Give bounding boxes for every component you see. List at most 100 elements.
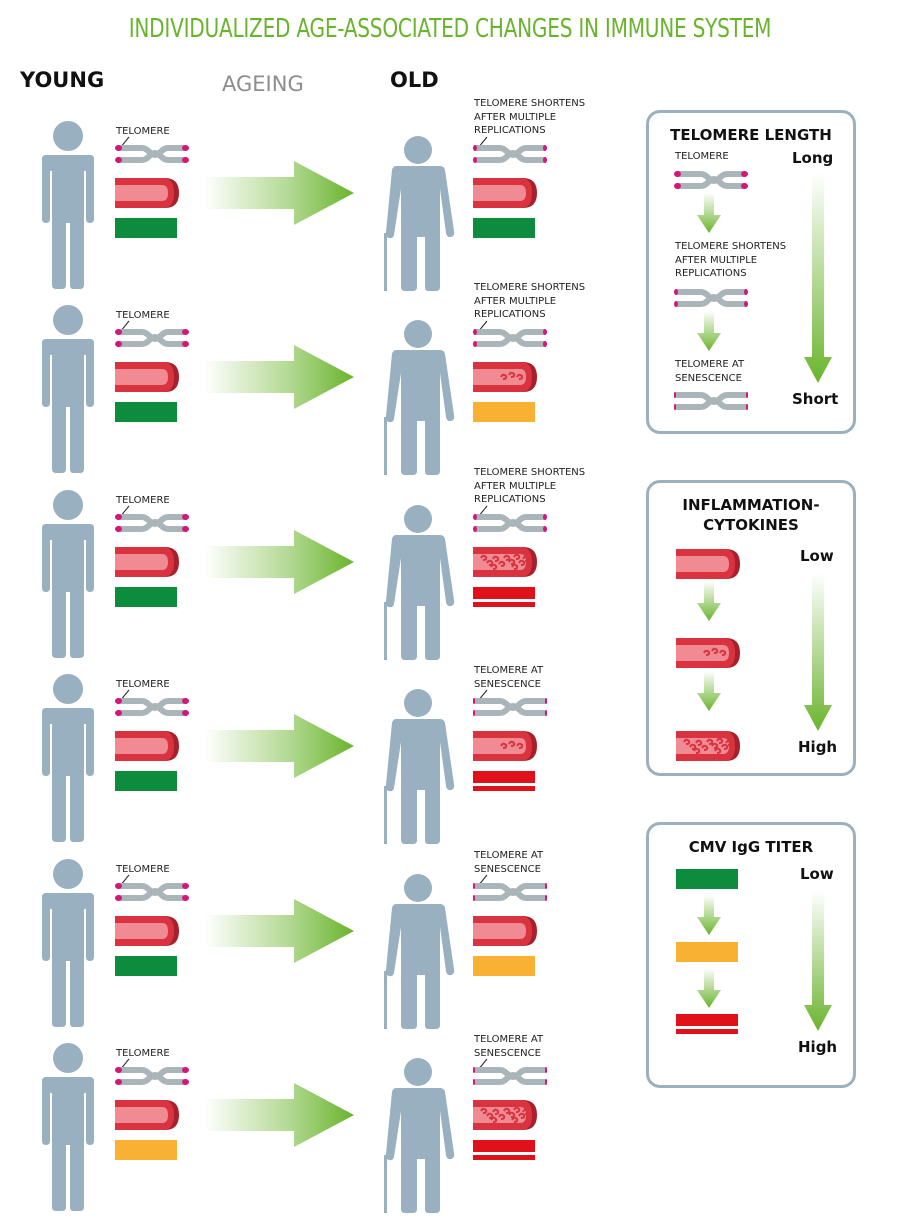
old-person-icon: [378, 871, 458, 1033]
chromosome-icon: [472, 327, 548, 349]
blood-vessel-icon: [473, 178, 537, 208]
titer-bar-icon: [473, 218, 535, 238]
blood-vessel-icon: [473, 916, 537, 946]
small-down-arrow-icon: [697, 581, 721, 621]
chromosome-icon: [114, 143, 190, 165]
chromosome-icon: [673, 390, 749, 412]
young-person-icon: [40, 119, 96, 291]
telomere-label: TELOMERE: [116, 864, 170, 875]
chromosome-icon: [114, 1065, 190, 1087]
telomere-label: TELOMERE: [116, 1048, 170, 1059]
blood-vessel-icon: [473, 362, 537, 392]
chromosome-icon: [114, 327, 190, 349]
comparison-row: TELOMERE TELOMERE AT SENESCENCE: [0, 656, 620, 844]
titer-bar-icon: [115, 1140, 177, 1160]
blood-vessel-icon: [473, 731, 537, 761]
telomere-label: TELOMERE SHORTENS AFTER MULTIPLE REPLICA…: [474, 467, 586, 505]
blood-vessel-icon: [676, 731, 740, 761]
chromosome-icon: [114, 512, 190, 534]
telomere-label: TELOMERE: [116, 310, 170, 321]
stage-label: TELOMERE AT SENESCENCE: [675, 359, 745, 384]
ageing-arrow-icon: [204, 161, 354, 225]
blood-vessel-icon: [115, 1100, 179, 1130]
cmv-igg-titer-panel: CMV IgG TITER Low High: [646, 822, 856, 1088]
old-person-icon: [378, 686, 458, 848]
blood-vessel-icon: [115, 178, 179, 208]
blood-vessel-icon: [473, 1100, 537, 1130]
telomere-label: TELOMERE SHORTENS AFTER MULTIPLE REPLICA…: [474, 282, 586, 320]
blood-vessel-icon: [115, 362, 179, 392]
comparison-row: TELOMERE TELOMERE SHORTENS AFTER MULTIPL…: [0, 467, 620, 660]
small-down-arrow-icon: [697, 671, 721, 711]
inflammation-cytokines-panel: INFLAMMATION- CYTOKINES Low High: [646, 480, 856, 776]
scale-down-arrow-icon: [804, 891, 832, 1031]
blood-vessel-icon: [115, 731, 179, 761]
blood-vessel-icon: [115, 916, 179, 946]
telomere-label: TELOMERE: [116, 679, 170, 690]
scale-top-label: Long: [792, 149, 834, 167]
scale-bottom-label: High: [798, 1038, 838, 1056]
comparison-row: TELOMERE TELOMERE AT SENESCENCE: [0, 841, 620, 1029]
ageing-arrow-icon: [204, 1083, 354, 1147]
young-person-icon: [40, 1041, 96, 1213]
blood-vessel-icon: [676, 638, 740, 668]
titer-bar-icon: [115, 956, 177, 976]
chromosome-icon: [673, 169, 749, 191]
scale-down-arrow-icon: [804, 173, 832, 383]
blood-vessel-icon: [676, 549, 740, 579]
column-header-young: YOUNG: [20, 68, 105, 92]
old-person-icon: [378, 502, 458, 664]
ageing-arrow-icon: [204, 345, 354, 409]
titer-bar-icon: [115, 771, 177, 791]
comparison-row: TELOMERE TELOMERE AT SENESCENCE: [0, 1025, 620, 1213]
chromosome-icon: [472, 696, 548, 718]
titer-bar-icon: [115, 218, 177, 238]
scale-top-label: Low: [800, 865, 834, 883]
titer-bar-icon: [473, 587, 535, 607]
small-down-arrow-icon: [697, 895, 721, 935]
scale-bottom-label: Short: [792, 390, 839, 408]
panel-title: CMV IgG TITER: [688, 838, 814, 856]
column-header-old: OLD: [390, 68, 439, 92]
titer-bar-icon: [115, 402, 177, 422]
comparison-row: TELOMERE TELOMERE SHORTENS AFTER MULTIPL…: [0, 98, 620, 291]
ageing-arrow-icon: [204, 530, 354, 594]
chromosome-icon: [472, 512, 548, 534]
small-down-arrow-icon: [697, 968, 721, 1008]
telomere-label: TELOMERE AT SENESCENCE: [474, 850, 544, 875]
stage-label: TELOMERE SHORTENS AFTER MULTIPLE REPLICA…: [675, 241, 787, 279]
blood-vessel-icon: [115, 547, 179, 577]
ageing-arrow-icon: [204, 714, 354, 778]
chromosome-icon: [114, 696, 190, 718]
old-person-icon: [378, 317, 458, 479]
chromosome-icon: [472, 143, 548, 165]
titer-bar-icon: [473, 1140, 535, 1160]
telomere-length-panel: TELOMERE LENGTH TELOMERE TELOMERE SHORTE…: [646, 110, 856, 434]
telomere-label: TELOMERE: [116, 126, 170, 137]
chromosome-icon: [472, 881, 548, 903]
comparison-row: TELOMERE TELOMERE SHORTENS AFTER MULTIPL…: [0, 282, 620, 475]
panel-title: TELOMERE LENGTH: [670, 126, 832, 144]
panel-title: INFLAMMATION- CYTOKINES: [682, 496, 820, 534]
stage-label: TELOMERE: [675, 151, 729, 162]
titer-bar-icon: [115, 587, 177, 607]
chromosome-icon: [114, 881, 190, 903]
column-header-ageing: AGEING: [222, 72, 304, 96]
telomere-label: TELOMERE AT SENESCENCE: [474, 1034, 544, 1059]
titer-bar-icon: [473, 956, 535, 976]
young-person-icon: [40, 857, 96, 1029]
chromosome-icon: [472, 1065, 548, 1087]
titer-bar-icon: [676, 869, 738, 889]
page-title: INDIVIDUALIZED AGE-ASSOCIATED CHANGES IN…: [128, 14, 772, 44]
telomere-label: TELOMERE: [116, 495, 170, 506]
chromosome-icon: [673, 287, 749, 309]
small-down-arrow-icon: [697, 193, 721, 233]
old-person-icon: [378, 1055, 458, 1217]
blood-vessel-icon: [473, 547, 537, 577]
young-person-icon: [40, 303, 96, 475]
scale-top-label: Low: [800, 547, 834, 565]
ageing-arrow-icon: [204, 899, 354, 963]
small-down-arrow-icon: [697, 311, 721, 351]
titer-bar-icon: [676, 942, 738, 962]
old-person-icon: [378, 133, 458, 295]
